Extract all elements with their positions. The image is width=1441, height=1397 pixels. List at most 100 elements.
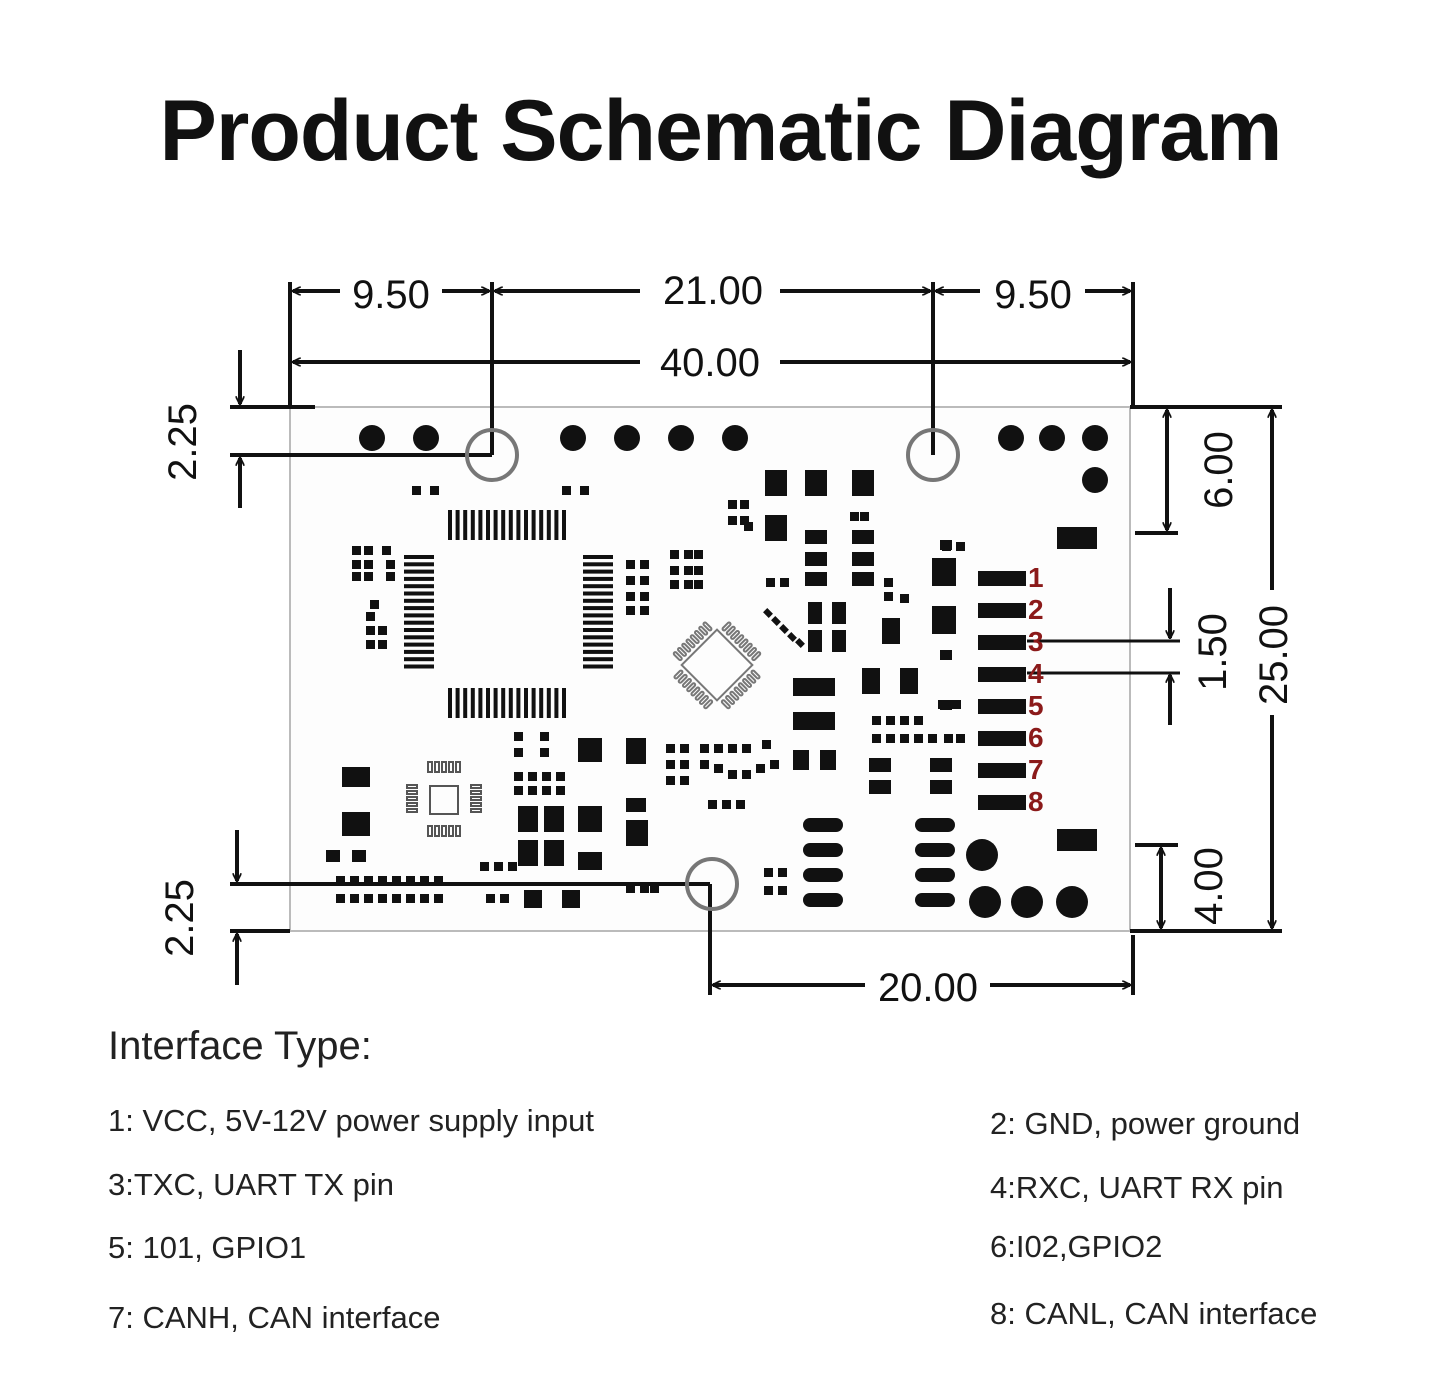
chip-pin <box>583 613 613 618</box>
chip-pin <box>404 628 434 632</box>
passive-component <box>406 876 415 885</box>
qfn-pin <box>434 761 440 773</box>
smd-component <box>1057 527 1097 549</box>
passive-component <box>366 612 375 621</box>
qfn-chip <box>672 621 762 710</box>
connector-pad <box>978 571 1026 586</box>
chip-pin <box>404 576 434 581</box>
pin-label-4: 4 <box>1028 658 1044 689</box>
chip-pin <box>546 510 551 540</box>
passive-component <box>350 876 359 885</box>
interface-item-6: 6:I02,GPIO2 <box>990 1229 1163 1264</box>
pin-label-6: 6 <box>1028 722 1044 753</box>
chip-pin <box>583 584 613 589</box>
passive-component <box>928 734 937 743</box>
passive-component <box>528 786 537 795</box>
smd-component <box>832 630 846 652</box>
passive-component <box>762 740 771 749</box>
passive-component <box>670 580 679 589</box>
smd-component <box>793 678 835 696</box>
smd-component <box>882 618 900 644</box>
passive-component <box>795 638 805 648</box>
interface-heading: Interface Type: <box>108 1024 372 1068</box>
passive-component <box>900 734 909 743</box>
smd-component <box>832 602 846 624</box>
passive-component <box>386 560 395 569</box>
chip-pin <box>455 688 460 718</box>
smd-component <box>852 572 874 586</box>
mounting-hole <box>685 857 739 911</box>
chip-pin <box>508 510 513 540</box>
pin-label-5: 5 <box>1028 690 1044 721</box>
passive-component <box>640 560 649 569</box>
dim-right-overall: 25.00 <box>1252 605 1296 705</box>
passive-component <box>366 626 375 635</box>
smd-component <box>765 470 787 496</box>
passive-component <box>364 572 373 581</box>
passive-component <box>728 744 737 753</box>
connector-pad <box>978 603 1026 618</box>
smd-component <box>900 668 918 694</box>
chip-pin <box>501 510 506 540</box>
smd-component <box>932 558 956 586</box>
chip-pin <box>583 562 613 567</box>
chip-pin <box>404 664 434 669</box>
mcu-chip <box>404 510 613 718</box>
right-dimensions <box>1130 405 1282 933</box>
passive-component <box>952 700 961 709</box>
passive-component <box>886 716 895 725</box>
mounting-hole <box>906 428 960 482</box>
chip-pin <box>583 576 613 581</box>
passive-component <box>392 894 401 903</box>
passive-component <box>640 576 649 585</box>
chip-pin <box>404 657 434 662</box>
passive-component <box>763 608 773 618</box>
passive-component <box>938 700 947 709</box>
qfn-pin <box>725 625 736 636</box>
passive-component <box>714 764 723 773</box>
passive-component <box>914 716 923 725</box>
passive-component <box>640 606 649 615</box>
passive-component <box>728 516 737 525</box>
passive-component <box>420 876 429 885</box>
chip-pin <box>448 688 452 718</box>
qfn-pin <box>721 621 732 632</box>
chip-pin <box>583 642 613 647</box>
qfn-pin <box>751 651 762 662</box>
smd-component <box>820 750 836 770</box>
mounting-holes <box>465 428 960 911</box>
smd-components <box>326 470 1097 908</box>
passive-component <box>350 894 359 903</box>
qfn-pin <box>694 690 705 701</box>
qfn-pin <box>427 761 433 773</box>
passive-component <box>700 760 709 769</box>
qfn-pin <box>742 642 753 653</box>
dim-left-top: 2.25 <box>161 403 205 481</box>
qfn-pin <box>455 761 461 773</box>
pill-pad <box>915 868 955 882</box>
qfn-pin <box>698 695 709 705</box>
passive-component <box>764 868 773 877</box>
small-qfn-chip <box>406 761 482 837</box>
passive-component <box>900 594 909 603</box>
passive-component <box>670 550 679 559</box>
qfn-pin <box>734 634 745 645</box>
interface-item-4: 4:RXC, UART RX pin <box>990 1170 1284 1205</box>
chip-pin <box>531 688 536 718</box>
pin-label-1: 1 <box>1028 562 1044 593</box>
chip-pin <box>562 688 566 718</box>
chip-pin <box>478 688 483 718</box>
passive-component <box>626 592 635 601</box>
pin-labels: 1 2 3 4 5 6 7 8 <box>1028 562 1044 817</box>
passive-component <box>352 560 361 569</box>
passive-component <box>626 576 635 585</box>
passive-component <box>480 862 489 871</box>
chip-pin <box>524 688 528 718</box>
qfn-pin <box>746 673 757 684</box>
chip-pin <box>404 569 434 574</box>
passive-component <box>900 716 909 725</box>
smd-component <box>342 812 370 836</box>
smd-component <box>793 750 809 770</box>
passive-component <box>780 578 789 587</box>
